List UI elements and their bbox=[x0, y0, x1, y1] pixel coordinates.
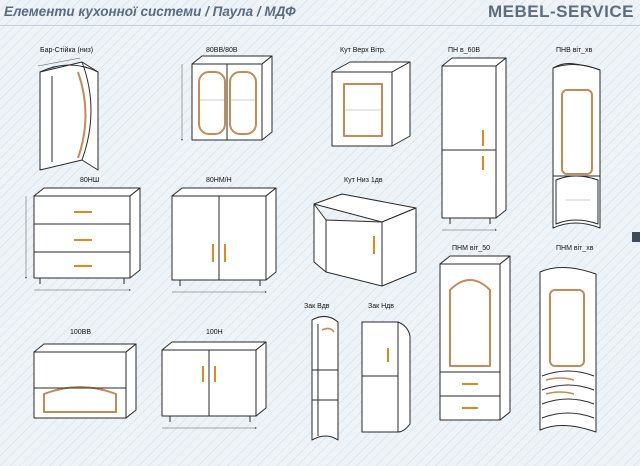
unit-100vv-wall bbox=[33, 343, 137, 419]
label-80nsh: 80НШ bbox=[80, 177, 99, 184]
header-divider bbox=[0, 25, 640, 26]
label-tall-glass-curved-upper: ПНВ віт_хв bbox=[556, 46, 593, 54]
unit-80nm-n-base bbox=[171, 187, 277, 286]
unit-end-lower-2door bbox=[361, 321, 411, 433]
unit-corner-lower-1door bbox=[313, 193, 417, 287]
unit-80nsh-drawers bbox=[33, 187, 141, 284]
label-tall-glass-curved-lower: ПНМ віт_хв bbox=[556, 244, 594, 252]
page-title: Елементи кухонної системи / Паула / МДФ bbox=[4, 4, 296, 19]
label-80vv-80v: 80ВВ/80В bbox=[206, 47, 238, 54]
label-80nm-n: 80НМ/Н bbox=[206, 177, 232, 184]
label-end-lower: Зак Ндв bbox=[368, 303, 394, 310]
unit-tall-glass-50 bbox=[439, 255, 511, 421]
unit-end-upper-2door bbox=[311, 316, 339, 441]
unit-bar-stand bbox=[37, 57, 99, 171]
label-tall-glass-50: ПНМ віт_50 bbox=[452, 244, 490, 252]
unit-80vv-80v bbox=[191, 55, 273, 141]
label-corner-upper-glass: Кут Верх Вітр. bbox=[340, 46, 386, 54]
label-bar-stand: Бар-Стійка (низ) bbox=[40, 46, 93, 54]
label-corner-lower-1door: Кут Низ 1дв bbox=[344, 177, 383, 184]
unit-tall-glass-curved-lower bbox=[539, 267, 597, 433]
label-100vv: 100ВВ bbox=[70, 329, 91, 336]
unit-100n-base bbox=[161, 341, 267, 422]
label-100n: 100Н bbox=[206, 329, 223, 336]
edge-tab bbox=[632, 232, 640, 242]
label-end-upper: Зак Вдв bbox=[304, 303, 330, 310]
label-tall-pantry-60: ПН в_60В bbox=[448, 47, 480, 54]
brand-logo: MEBEL-SERVICE bbox=[488, 2, 634, 21]
unit-tall-pantry-60 bbox=[441, 57, 507, 224]
unit-corner-upper-glass bbox=[331, 61, 411, 147]
header-bar: Елементи кухонної системи / Паула / МДФ … bbox=[0, 0, 640, 26]
unit-tall-glass-curved-upper bbox=[552, 63, 601, 229]
